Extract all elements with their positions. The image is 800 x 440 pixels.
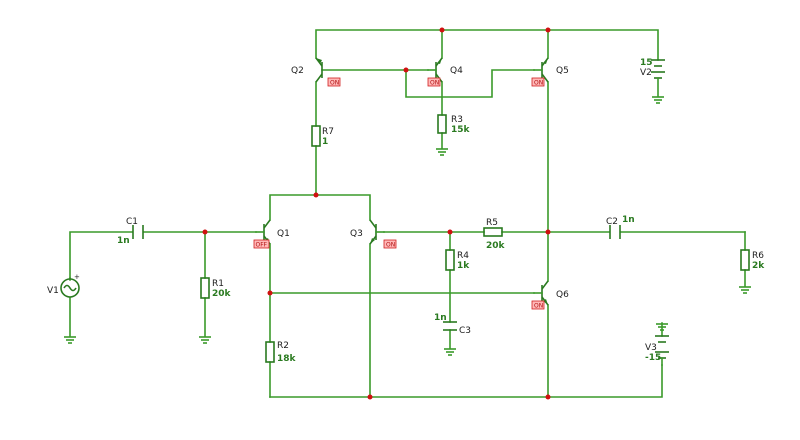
resistor-r1[interactable]: [200, 277, 210, 299]
svg-text:ON: ON: [534, 80, 543, 87]
value-c1: 1n: [117, 236, 130, 246]
state-badge-q1: OFF: [253, 239, 270, 249]
value-r7: 1: [322, 137, 328, 147]
transistor-q2[interactable]: [315, 57, 323, 83]
label-c1: C1: [126, 217, 138, 227]
state-badge-q4: ON: [427, 77, 441, 87]
label-q5: Q5: [556, 66, 569, 76]
grounds: [64, 96, 751, 356]
state-badge-q2: ON: [327, 77, 341, 87]
junction-nodes: [202, 27, 551, 400]
label-q4: Q4: [450, 66, 463, 76]
label-c3: C3: [459, 326, 471, 336]
sources: +: [60, 59, 669, 366]
ground-symbol: [444, 348, 456, 356]
value-v3: -15: [645, 353, 661, 363]
label-v3: V3: [645, 343, 657, 353]
label-v1: V1: [47, 286, 59, 296]
value-c2: 1n: [622, 215, 635, 225]
resistors: [200, 114, 750, 363]
transistor-q5[interactable]: [533, 57, 549, 83]
label-r3: R3: [451, 115, 463, 125]
label-r4: R4: [457, 251, 469, 261]
label-q3: Q3: [350, 229, 363, 239]
value-v2: 15: [640, 58, 653, 68]
ground-symbol: [436, 148, 448, 156]
transistors: [255, 57, 549, 306]
value-c3: 1n: [434, 313, 447, 323]
ground-symbol: [199, 336, 211, 344]
junction-node: [545, 27, 551, 33]
dc-source-v3[interactable]: [655, 322, 669, 366]
labels: Q2 Q4 Q5 Q1 Q3 Q6 R7 1 R3 15k R1 20k R2 …: [47, 58, 765, 364]
state-badge-q5: ON: [531, 77, 545, 87]
wire-top-rail: [315, 29, 659, 61]
resistor-r2[interactable]: [265, 341, 275, 363]
junction-node: [545, 229, 551, 235]
junction-node: [367, 394, 373, 400]
svg-text:ON: ON: [430, 80, 439, 87]
ground-symbol: [739, 286, 751, 294]
state-badge-q3: ON: [383, 239, 397, 249]
capacitor-c2[interactable]: [609, 225, 621, 239]
value-r1: 20k: [212, 289, 232, 299]
state-badge-q6: ON: [531, 300, 545, 310]
label-v2: V2: [640, 68, 652, 78]
capacitor-c3[interactable]: [443, 321, 457, 331]
label-q6: Q6: [556, 290, 569, 300]
junction-node: [202, 229, 208, 235]
junction-node: [439, 27, 445, 33]
value-r3: 15k: [451, 125, 471, 135]
label-c2: C2: [606, 217, 618, 227]
value-r6: 2k: [752, 261, 765, 271]
ground-symbol: [64, 336, 76, 344]
wire-v1-input: [69, 231, 133, 279]
junction-node: [545, 394, 551, 400]
resistor-r7[interactable]: [311, 125, 321, 147]
wire-bottom-rail: [269, 364, 663, 398]
value-r2: 18k: [277, 354, 297, 364]
resistor-r4[interactable]: [445, 249, 455, 271]
transistor-q3[interactable]: [369, 219, 385, 245]
label-r7: R7: [322, 127, 334, 137]
svg-text:ON: ON: [330, 80, 339, 87]
label-q1: Q1: [277, 229, 290, 239]
wire-diff-top: [269, 194, 371, 221]
label-q2: Q2: [291, 66, 304, 76]
svg-text:ON: ON: [386, 242, 395, 249]
capacitor-c1[interactable]: [132, 225, 144, 239]
svg-text:ON: ON: [534, 303, 543, 310]
resistor-r3[interactable]: [437, 114, 447, 134]
junction-node: [267, 290, 273, 296]
state-badges: ON ON ON OFF ON ON: [253, 77, 545, 310]
value-r4: 1k: [457, 261, 470, 271]
junction-node: [403, 67, 409, 73]
ac-source-v1[interactable]: +: [60, 273, 80, 298]
label-r6: R6: [752, 251, 764, 261]
dc-source-v2[interactable]: [651, 59, 665, 97]
svg-text:OFF: OFF: [256, 242, 268, 249]
junction-node: [313, 192, 319, 198]
svg-text:+: +: [74, 273, 80, 281]
wires: [69, 29, 746, 398]
resistor-r5[interactable]: [483, 227, 503, 237]
label-r2: R2: [277, 341, 289, 351]
ground-symbol: [652, 96, 664, 104]
transistor-q6[interactable]: [533, 280, 549, 306]
label-r5: R5: [486, 218, 498, 228]
wire-mirror-loop: [405, 69, 535, 98]
resistor-r6[interactable]: [740, 249, 750, 271]
value-r5: 20k: [486, 241, 506, 251]
label-r1: R1: [212, 279, 224, 289]
capacitors: [132, 225, 621, 331]
junction-node: [447, 229, 453, 235]
